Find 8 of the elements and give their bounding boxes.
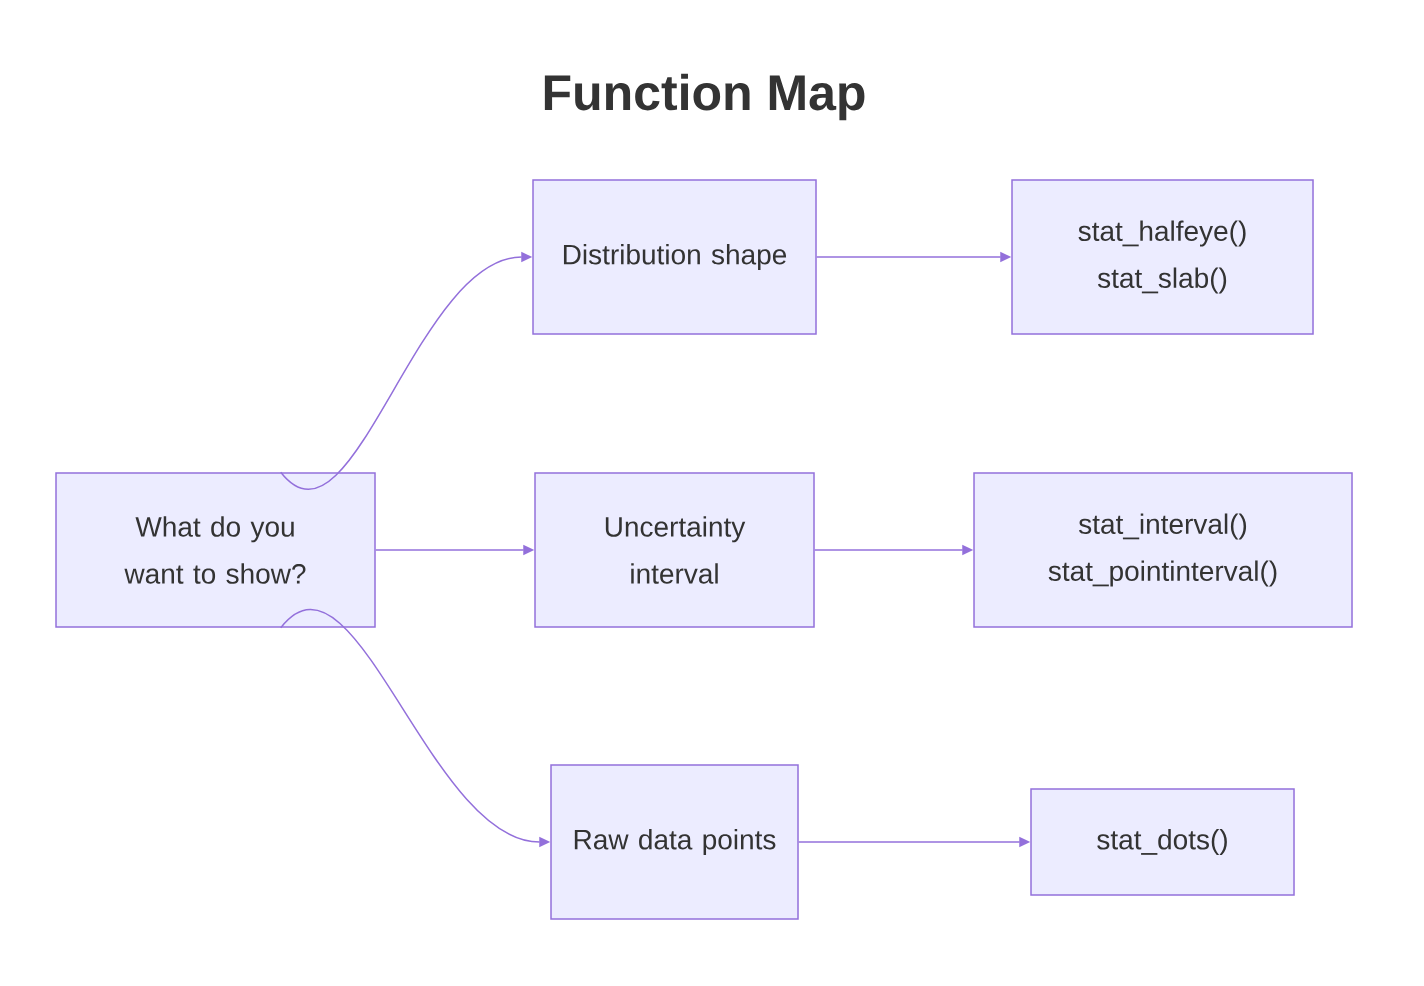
process-box: What do you want to show? xyxy=(55,472,376,628)
title: Function Map xyxy=(544,73,865,121)
process-box: stat_interval() stat_pointinterval() xyxy=(973,472,1353,628)
process-box: Uncertainty interval xyxy=(534,472,815,628)
process-box: stat_dots() xyxy=(1030,788,1295,896)
process-box: stat_halfeye() stat_slab() xyxy=(1011,179,1314,335)
process-box: Distribution shape xyxy=(532,179,817,335)
process-box: Raw data points xyxy=(550,764,799,920)
